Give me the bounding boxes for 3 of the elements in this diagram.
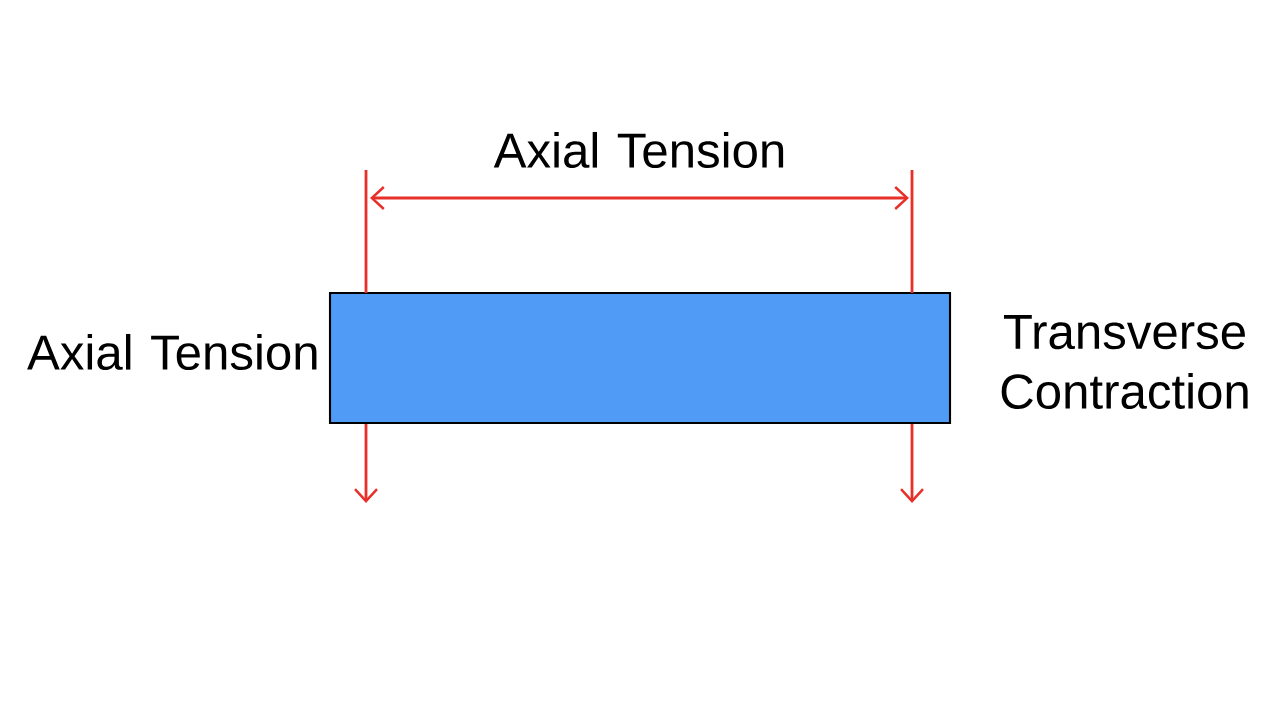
label: Transverse Contraction	[1001, 314, 1248, 410]
bar	[328, 291, 952, 425]
label: Axial Tension	[493, 131, 784, 169]
